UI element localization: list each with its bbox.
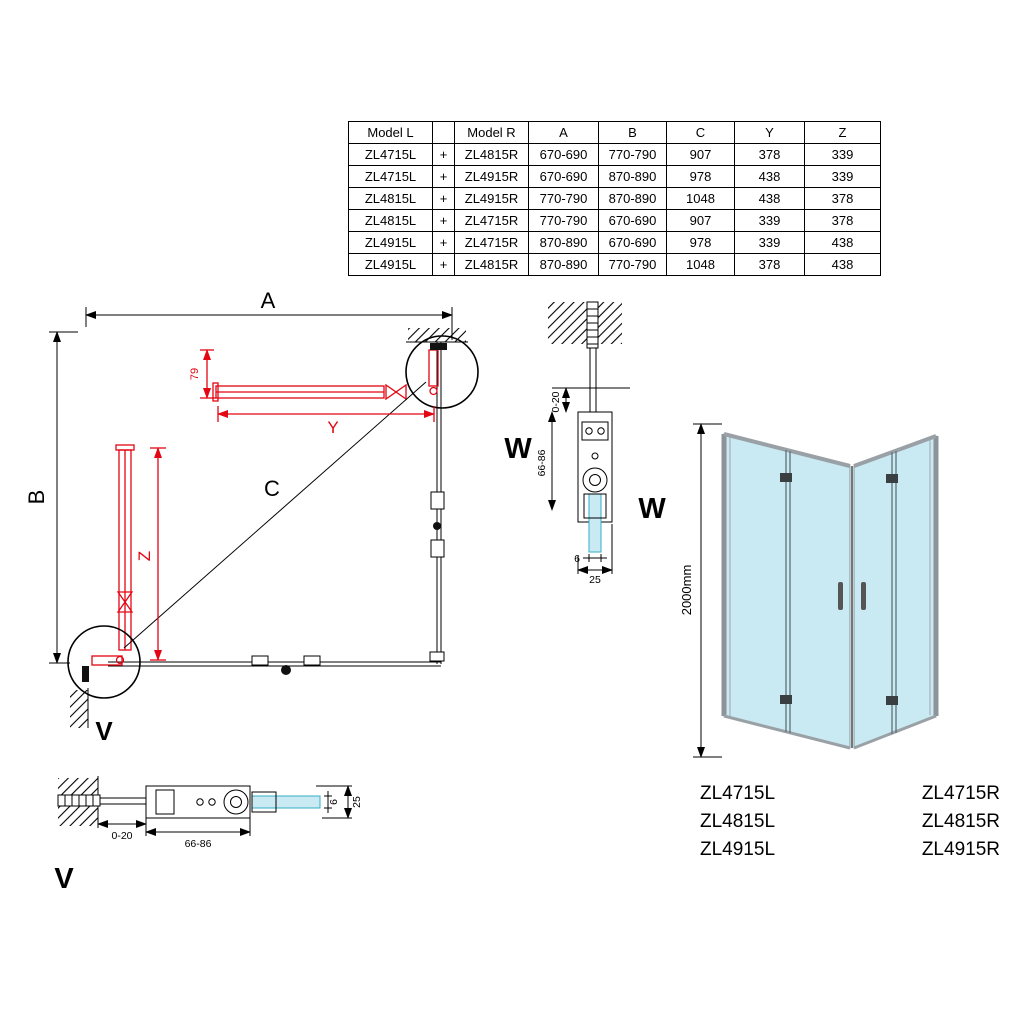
dim-label-v-adjust: 0-20 bbox=[111, 830, 132, 842]
dim-label-2000mm: 2000mm bbox=[679, 565, 694, 616]
detail-w-label-right: W bbox=[638, 493, 666, 525]
model-label-l2: ZL4815L bbox=[700, 811, 775, 832]
cell-b: 770-790 bbox=[598, 143, 667, 166]
hinges-3d bbox=[780, 473, 898, 705]
door-handle-right bbox=[861, 582, 866, 610]
model-label-r1: ZL4715R bbox=[922, 783, 1000, 804]
dim-v-glass: 6 bbox=[324, 791, 340, 813]
cell-model-l: ZL4915L bbox=[348, 231, 433, 254]
plan-view: C V A B bbox=[24, 288, 479, 746]
fixed-panel-bottom bbox=[108, 651, 445, 675]
cell-model-l: ZL4715L bbox=[348, 165, 433, 188]
dim-label-v-glass: 6 bbox=[328, 799, 340, 805]
cell-y: 339 bbox=[734, 209, 805, 232]
model-label-l1: ZL4715L bbox=[700, 783, 775, 804]
cell-c: 907 bbox=[666, 143, 735, 166]
detail-w-label-left: W bbox=[504, 433, 532, 465]
cell-b: 670-690 bbox=[598, 231, 667, 254]
cell-c: 1048 bbox=[666, 253, 735, 276]
door-handle-left bbox=[838, 582, 843, 610]
cell-a: 870-890 bbox=[528, 253, 599, 276]
cell-b: 770-790 bbox=[598, 253, 667, 276]
cell-b: 870-890 bbox=[598, 165, 667, 188]
table-row: ZL4715L + ZL4915R 670-690 870-890 978 43… bbox=[348, 165, 881, 188]
dim-a: A bbox=[85, 288, 453, 340]
cell-b: 870-890 bbox=[598, 187, 667, 210]
detail-v-callout-label: V bbox=[95, 716, 113, 746]
door-top-open bbox=[212, 349, 439, 402]
wall-hatch-w bbox=[548, 302, 622, 344]
cell-model-r: ZL4715R bbox=[454, 231, 529, 254]
fixed-panel-right bbox=[430, 342, 445, 664]
table-row: ZL4715L + ZL4815R 670-690 770-790 907 37… bbox=[348, 143, 881, 166]
table-row: ZL4915L + ZL4815R 870-890 770-790 1048 3… bbox=[348, 253, 881, 276]
section-detail-w: 0-20 66-86 6 25 W W bbox=[504, 301, 666, 586]
dim-label-v-profile: 66-86 bbox=[185, 838, 212, 850]
detail-circle-v bbox=[67, 625, 141, 699]
dim-label-a: A bbox=[261, 288, 276, 313]
fold-lines bbox=[785, 450, 897, 734]
cell-a: 670-690 bbox=[528, 143, 599, 166]
dim-label-w-profile: 66-86 bbox=[536, 449, 548, 476]
glass-pane-w bbox=[588, 493, 602, 553]
cell-z: 378 bbox=[804, 187, 881, 210]
hinge-knuckle-w bbox=[582, 467, 608, 519]
cell-model-r: ZL4915R bbox=[454, 187, 529, 210]
wall-section-bottom-left bbox=[70, 688, 89, 728]
door-left-open bbox=[91, 444, 135, 666]
section-detail-v: 0-20 66-86 6 25 V bbox=[54, 776, 363, 895]
model-dimensions-table: Model L Model R A B C Y Z ZL4715L + ZL48… bbox=[348, 121, 881, 276]
dim-w-adjust: 0-20 bbox=[550, 387, 570, 413]
wall-bracket-left bbox=[82, 666, 89, 682]
model-label-r3: ZL4915R bbox=[922, 839, 1000, 860]
detail-circle-w bbox=[405, 335, 479, 409]
dim-w-profile: 66-86 bbox=[536, 411, 556, 511]
dim-79: 79 bbox=[189, 349, 216, 399]
dim-w-glass: 6 bbox=[574, 553, 607, 565]
model-label-r2: ZL4815R bbox=[922, 811, 1000, 832]
anchor-screw-w bbox=[586, 301, 599, 413]
dim-label-w-adjust: 0-20 bbox=[550, 391, 562, 412]
dim-label-79: 79 bbox=[189, 368, 201, 380]
table-row: ZL4915L + ZL4715R 870-890 670-690 978 33… bbox=[348, 231, 881, 254]
dim-label-c: C bbox=[264, 476, 280, 501]
dim-v-adjust: 0-20 bbox=[97, 820, 147, 842]
anchor-screw-v bbox=[57, 794, 159, 807]
perspective-view: 2000mm ZL4715L ZL4815L ZL4915L ZL4715R Z… bbox=[679, 423, 1000, 860]
dim-v-depth: 25 bbox=[316, 785, 363, 819]
detail-v-label: V bbox=[54, 863, 74, 895]
dim-label-b: B bbox=[24, 490, 49, 505]
dim-z: Z bbox=[135, 447, 166, 661]
diagonal-line-c bbox=[123, 381, 427, 649]
dim-label-w-glass: 6 bbox=[574, 553, 580, 565]
glass-pane-v bbox=[251, 795, 321, 809]
frame-edges bbox=[721, 432, 939, 750]
cell-y: 378 bbox=[734, 253, 805, 276]
wall-profile-v bbox=[145, 785, 251, 819]
dim-label-w-depth: 25 bbox=[589, 574, 601, 586]
dim-b: B bbox=[24, 331, 78, 664]
dim-label-z: Z bbox=[135, 551, 154, 561]
cell-model-l: ZL4915L bbox=[348, 253, 433, 276]
cell-c: 907 bbox=[666, 209, 735, 232]
model-labels: ZL4715L ZL4815L ZL4915L ZL4715R ZL4815R … bbox=[700, 783, 1000, 860]
dim-y: Y bbox=[217, 406, 435, 437]
dim-v-profile: 66-86 bbox=[145, 818, 251, 850]
hinge-knuckle-v bbox=[223, 789, 277, 815]
dim-label-y: Y bbox=[327, 418, 338, 437]
dim-w-depth: 25 bbox=[577, 524, 613, 586]
cell-z: 438 bbox=[804, 253, 881, 276]
cell-a: 670-690 bbox=[528, 165, 599, 188]
model-label-l3: ZL4915L bbox=[700, 839, 775, 860]
dim-label-v-depth: 25 bbox=[351, 796, 363, 808]
dim-height-2000: 2000mm bbox=[679, 423, 722, 758]
wall-bracket-top bbox=[430, 343, 447, 350]
